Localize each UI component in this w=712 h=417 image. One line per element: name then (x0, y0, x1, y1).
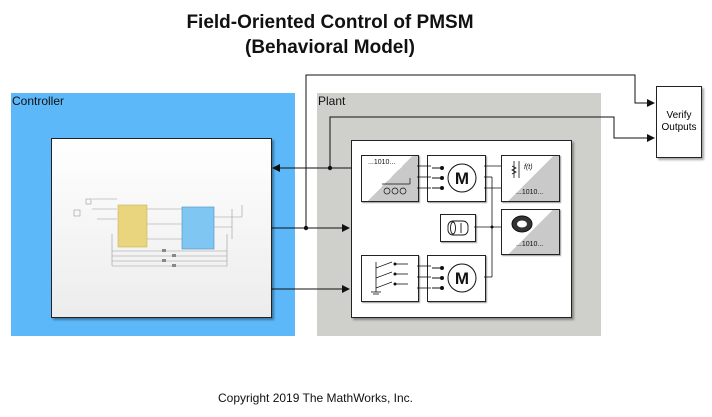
inertia-icon (447, 220, 469, 236)
inertia-block[interactable] (440, 214, 476, 242)
current-sensor-block[interactable]: f(t) ...1010... (501, 155, 560, 202)
title-line-1: Field-Oriented Control of PMSM (186, 12, 474, 33)
sensor-func-label: f(t) (524, 164, 533, 171)
encoder-block[interactable]: ...1010... (501, 209, 560, 255)
motor-icon: M (432, 163, 477, 193)
inverter-block[interactable]: ...1010... (361, 155, 419, 202)
motor-block[interactable]: M (427, 155, 486, 202)
plant-subsystem-block[interactable]: ...1010... M f(t) (351, 140, 572, 318)
svg-text:M: M (455, 169, 469, 188)
controller-preview-thumbnail (73, 198, 243, 267)
verify-outputs-block[interactable]: Verify Outputs (656, 86, 702, 158)
verify-label-line1: Verify (666, 110, 692, 121)
switch-block[interactable] (361, 255, 419, 302)
plant-label: Plant (318, 94, 346, 108)
controller-subsystem-block[interactable] (51, 138, 272, 318)
controller-label: Controller (12, 94, 65, 108)
svg-text:M: M (455, 269, 469, 288)
switch-icon (371, 261, 408, 295)
inverter-icon (382, 178, 411, 195)
verify-label-line2: Outputs (661, 122, 697, 133)
copyright-text: Copyright 2019 The MathWorks, Inc. (218, 391, 413, 405)
motor-block-2[interactable]: M (427, 255, 486, 302)
title-line-2: (Behavioral Model) (245, 37, 415, 58)
encoder-label: ...1010... (516, 241, 544, 248)
sensor-label: ...1010... (516, 189, 544, 196)
motor-icon: M (432, 263, 477, 293)
